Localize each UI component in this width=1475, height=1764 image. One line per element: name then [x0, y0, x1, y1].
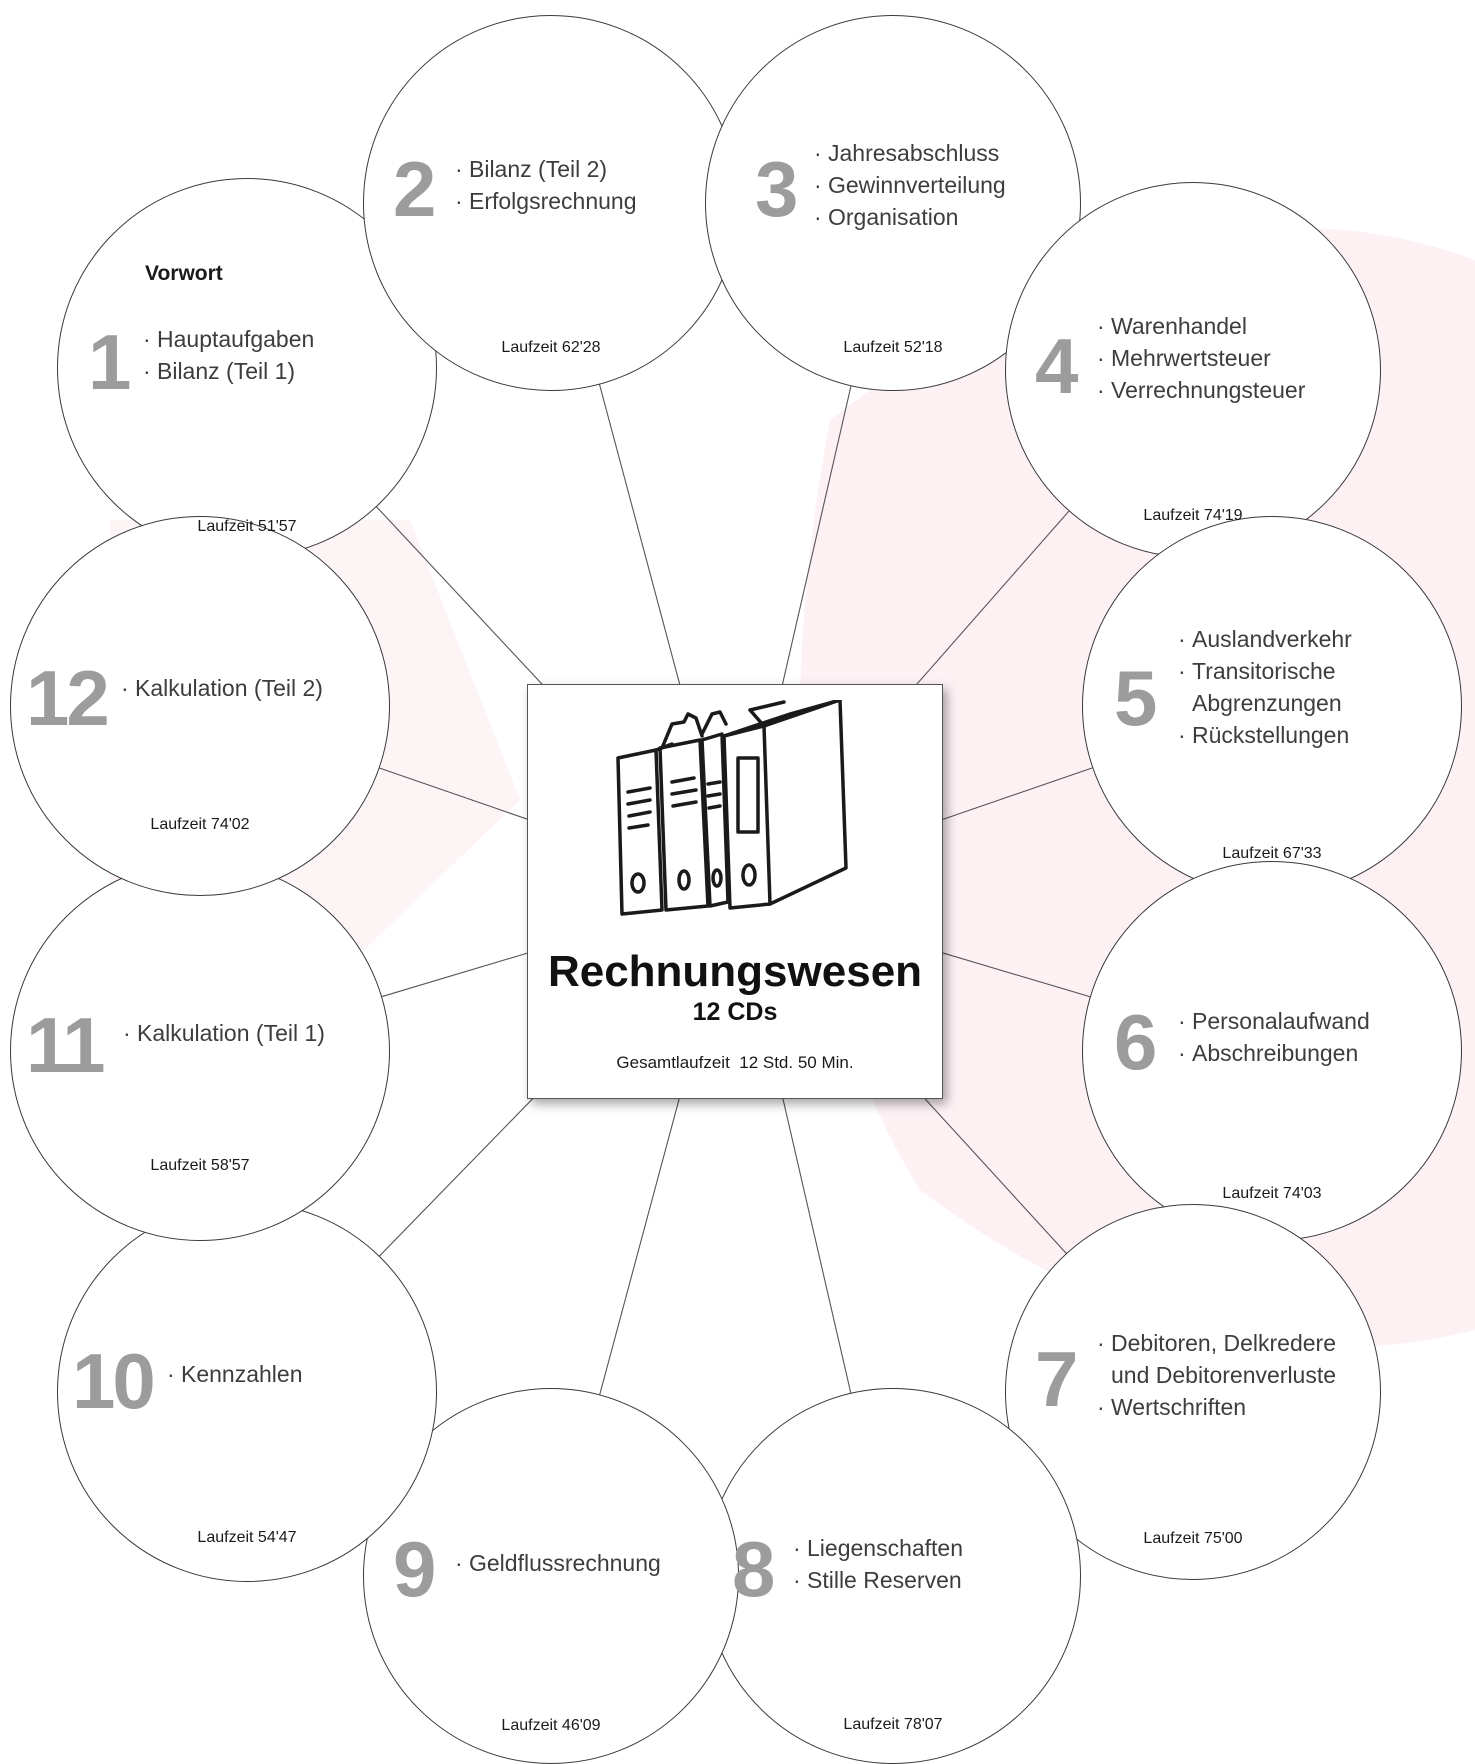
cd-runtime: Laufzeit 74'03 [1222, 1185, 1322, 1202]
cd-runtime: Laufzeit 67'33 [1222, 845, 1322, 862]
cd-disc-5 [1082, 516, 1462, 896]
cd-topic-item: Kennzahlen [167, 1358, 303, 1390]
cd-runtime: Laufzeit 58'57 [150, 1157, 250, 1174]
cd-number: 3 [755, 145, 798, 233]
cd-runtime: Laufzeit 54'47 [197, 1529, 297, 1546]
cd-topic-item: Personalaufwand [1178, 1005, 1370, 1037]
cd-topic-item: Bilanz (Teil 1) [143, 355, 314, 387]
cd-topic-item: Wertschriften [1097, 1391, 1336, 1423]
cd-topic-list: Geldflussrechnung [455, 1547, 661, 1579]
cd-topic-item: Hauptaufgaben [143, 323, 314, 355]
center-card: Rechnungswesen 12 CDs Gesamtlaufzeit 12 … [527, 684, 943, 1099]
center-total-runtime: Gesamtlaufzeit 12 Std. 50 Min. [616, 1053, 854, 1072]
cd-topic-item: Erfolgsrechnung [455, 185, 637, 217]
cd-topic-item: Verrechnungsteuer [1097, 374, 1305, 406]
cd-topic-list: AuslandverkehrTransitorischeAbgrenzungen… [1178, 623, 1352, 751]
cd-topic-list: Kalkulation (Teil 1) [123, 1017, 325, 1049]
cd-runtime: Laufzeit 78'07 [843, 1716, 943, 1733]
center-title: Rechnungswesen [547, 947, 923, 996]
cd-number: 2 [393, 145, 436, 233]
cd-disc-11 [10, 861, 390, 1241]
cd-topic-item: Gewinnverteilung [814, 169, 1006, 201]
cd-number: 8 [732, 1525, 775, 1613]
cd-number: 10 [72, 1337, 156, 1425]
cd-topic-item: Stille Reserven [793, 1564, 963, 1596]
binders-icon [616, 700, 848, 916]
cd-intro: Vorwort [145, 262, 223, 285]
cd-number: 9 [393, 1525, 436, 1613]
cd-number: 5 [1114, 654, 1157, 742]
cd-number: 1 [88, 318, 131, 406]
cd-topic-list: Kennzahlen [167, 1358, 303, 1390]
cd-topic-item: Kalkulation (Teil 1) [123, 1017, 325, 1049]
cd-topic-item: Mehrwertsteuer [1097, 342, 1305, 374]
cd-runtime: Laufzeit 46'09 [501, 1717, 601, 1734]
cd-topic-item: und Debitorenverluste [1111, 1362, 1337, 1388]
cd-topic-list: LiegenschaftenStille Reserven [793, 1532, 963, 1596]
cd-topic-list: Kalkulation (Teil 2) [121, 672, 323, 704]
cd-topic-list: PersonalaufwandAbschreibungen [1178, 1005, 1370, 1069]
cd-topic-item: Organisation [814, 201, 1006, 233]
cd-runtime: Laufzeit 74'19 [1143, 507, 1243, 524]
cd-number: 4 [1035, 322, 1078, 410]
cd-runtime: Laufzeit 51'57 [197, 518, 297, 535]
cd-runtime: Laufzeit 52'18 [843, 339, 943, 356]
cd-topic-item: Debitoren, Delkredere [1097, 1327, 1336, 1359]
cd-topic-item: Abschreibungen [1178, 1037, 1370, 1069]
cd-disc-12 [10, 516, 390, 896]
cd-topic-item: Abgrenzungen [1192, 690, 1342, 716]
cd-topic-item: Jahresabschluss [814, 137, 1006, 169]
cd-topic-item: Liegenschaften [793, 1532, 963, 1564]
cd-runtime: Laufzeit 74'02 [150, 816, 250, 833]
cd-number: 7 [1035, 1335, 1078, 1423]
cd-topic-item: Warenhandel [1097, 310, 1305, 342]
cd-topic-item: Geldflussrechnung [455, 1547, 661, 1579]
cd-topic-list: JahresabschlussGewinnverteilungOrganisat… [814, 137, 1006, 233]
cd-topic-list: Debitoren, Delkredere und Debitorenverlus… [1097, 1327, 1336, 1423]
cd-topic-item: Bilanz (Teil 2) [455, 153, 637, 185]
cd-topic-item: Transitorische [1178, 655, 1352, 687]
cd-topic-item: Auslandverkehr [1178, 623, 1352, 655]
cd-runtime: Laufzeit 75'00 [1143, 1530, 1243, 1547]
center-subtitle: 12 CDs [692, 998, 778, 1026]
cd-topic-list: HauptaufgabenBilanz (Teil 1) [143, 323, 314, 387]
cd-disc-10 [57, 1202, 437, 1582]
cd-number: 11 [26, 1001, 105, 1089]
cd-runtime: Laufzeit 62'28 [501, 339, 601, 356]
cd-topic-list: WarenhandelMehrwertsteuerVerrechnungsteu… [1097, 310, 1305, 406]
cd-number: 6 [1114, 998, 1157, 1086]
cd-number: 12 [26, 654, 110, 742]
cd-topic-item: Kalkulation (Teil 2) [121, 672, 323, 704]
cd-topic-list: Bilanz (Teil 2)Erfolgsrechnung [455, 153, 637, 217]
cd-topic-item: Rückstellungen [1178, 719, 1352, 751]
